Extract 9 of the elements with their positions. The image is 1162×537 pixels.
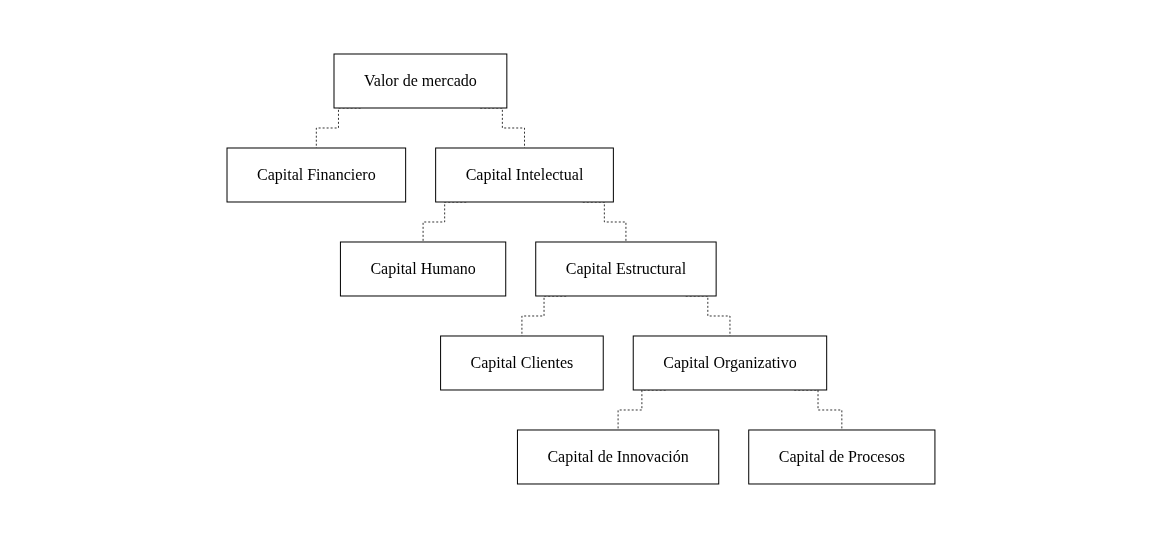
node-box: Capital Intelectual — [435, 147, 614, 202]
node-box: Capital Clientes — [440, 335, 604, 390]
node-box: Capital de Procesos — [748, 429, 936, 484]
node-box: Capital Humano — [339, 241, 507, 296]
node-box: Capital Financiero — [226, 147, 407, 202]
node-box: Capital Organizativo — [632, 335, 828, 390]
node-box: Valor de mercado — [333, 53, 508, 108]
node-box: Capital Estructural — [535, 241, 717, 296]
node-box: Capital de Innovación — [516, 429, 720, 484]
